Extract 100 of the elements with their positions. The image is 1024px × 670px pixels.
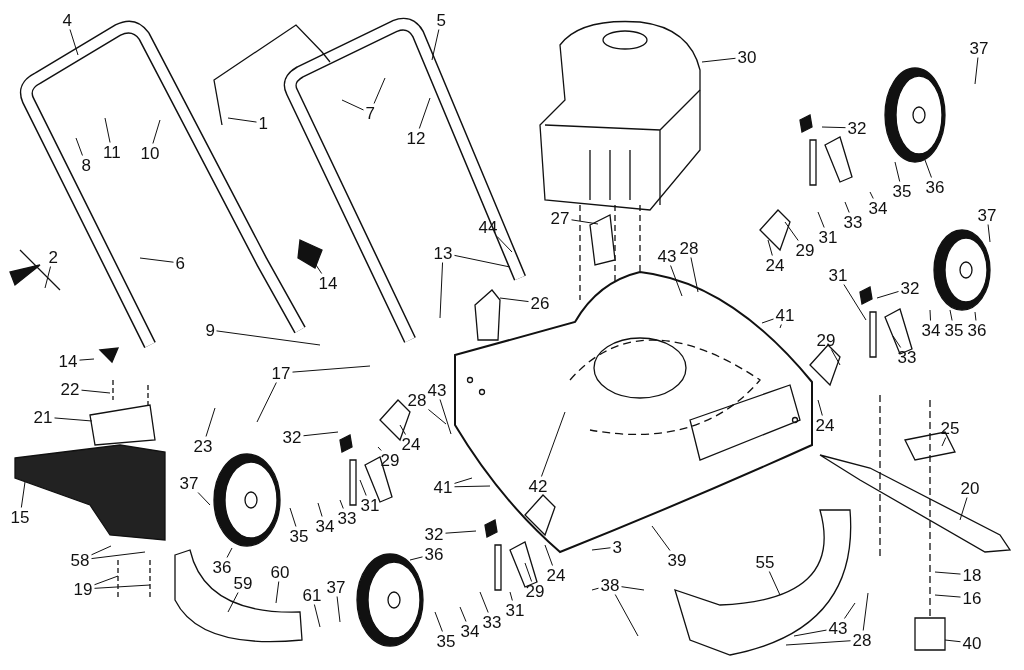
callout-number: 32 — [424, 525, 444, 543]
callout-number: 28 — [407, 391, 427, 409]
callout-number: 43 — [828, 619, 848, 637]
callout-number: 33 — [482, 613, 502, 631]
callout-number: 18 — [962, 566, 982, 584]
callout-number: 59 — [233, 574, 253, 592]
leader-line — [216, 330, 321, 346]
callout-number: 25 — [940, 419, 960, 437]
leader-line — [439, 262, 444, 319]
leader-line — [843, 602, 856, 619]
leader-line — [79, 358, 95, 361]
callout-number: 24 — [401, 435, 421, 453]
callout-number: 61 — [302, 586, 322, 604]
leader-line — [614, 594, 639, 637]
callout-number: 28 — [852, 631, 872, 649]
leader-line — [785, 640, 851, 646]
leader-line — [303, 431, 339, 437]
callout-number: 37 — [977, 206, 997, 224]
leader-line — [894, 161, 901, 182]
callout-number: 7 — [365, 104, 375, 122]
callout-number: 30 — [737, 48, 757, 66]
leader-line — [817, 211, 825, 228]
callout-number: 58 — [70, 551, 90, 569]
callout-number: 32 — [282, 428, 302, 446]
callout-number: 1 — [258, 114, 268, 132]
leader-line — [793, 629, 827, 637]
leader-line — [670, 265, 683, 297]
leader-line — [373, 77, 386, 104]
callout-number: 43 — [427, 381, 447, 399]
callout-number: 33 — [843, 213, 863, 231]
callout-number: 22 — [60, 380, 80, 398]
leader-line — [944, 639, 961, 643]
leader-line — [974, 311, 977, 321]
leader-line — [479, 591, 489, 613]
callout-number: 36 — [424, 545, 444, 563]
callout-number: 12 — [406, 129, 426, 147]
leader-line — [227, 117, 257, 123]
callout-number: 29 — [816, 331, 836, 349]
callout-number: 31 — [828, 266, 848, 284]
leader-line — [197, 492, 211, 506]
callout-number: 43 — [657, 247, 677, 265]
callout-number: 40 — [962, 634, 982, 652]
callout-number: 29 — [525, 582, 545, 600]
leader-line — [341, 99, 364, 111]
callout-number: 36 — [967, 321, 987, 339]
leader-line — [94, 575, 119, 586]
leader-line — [313, 604, 321, 628]
leader-line — [862, 592, 869, 631]
leader-line — [317, 502, 323, 517]
leader-line — [924, 159, 932, 178]
leader-line — [768, 571, 781, 596]
callout-number: 34 — [460, 622, 480, 640]
callout-number: 10 — [140, 144, 160, 162]
callout-number: 34 — [315, 517, 335, 535]
leader-line — [104, 117, 111, 143]
callout-number: 24 — [765, 256, 785, 274]
callout-number: 41 — [775, 306, 795, 324]
leader-line — [377, 446, 382, 451]
leader-line — [445, 530, 477, 534]
leader-line — [94, 584, 151, 589]
callout-number: 23 — [193, 437, 213, 455]
leader-line — [934, 594, 961, 598]
leader-line — [869, 191, 874, 199]
callout-number: 55 — [755, 553, 775, 571]
leader-line — [651, 525, 671, 551]
leader-line — [499, 297, 529, 303]
leader-line — [205, 407, 216, 437]
callout-number: 8 — [81, 156, 91, 174]
callout-number: 34 — [921, 321, 941, 339]
callout-number: 34 — [868, 199, 888, 217]
leader-line — [509, 591, 513, 601]
leader-line — [91, 545, 112, 556]
callout-number: 16 — [962, 589, 982, 607]
leader-line — [459, 606, 467, 622]
callout-number: 37 — [326, 578, 346, 596]
leader-line — [540, 411, 566, 477]
leader-line — [761, 318, 774, 324]
leader-line — [571, 219, 599, 225]
callout-number: 35 — [436, 632, 456, 650]
leader-line — [843, 284, 867, 321]
callout-number: 4 — [62, 11, 72, 29]
leader-line — [227, 592, 239, 613]
leader-line — [454, 477, 473, 484]
leader-line — [621, 586, 645, 591]
callout-number: 3 — [612, 538, 622, 556]
callout-number: 11 — [103, 143, 121, 161]
leader-line — [524, 562, 533, 582]
callout-number: 33 — [337, 509, 357, 527]
leader-line — [431, 29, 440, 61]
leader-line — [428, 409, 447, 425]
callout-number: 31 — [360, 496, 380, 514]
leader-line — [91, 551, 146, 560]
leader-line — [75, 137, 83, 156]
leader-line — [454, 254, 511, 268]
callout-number: 19 — [73, 580, 93, 598]
callout-number: 13 — [433, 244, 453, 262]
callout-number: 14 — [58, 352, 78, 370]
leader-line — [941, 437, 947, 447]
leader-line — [817, 399, 823, 416]
callout-number: 14 — [318, 274, 338, 292]
